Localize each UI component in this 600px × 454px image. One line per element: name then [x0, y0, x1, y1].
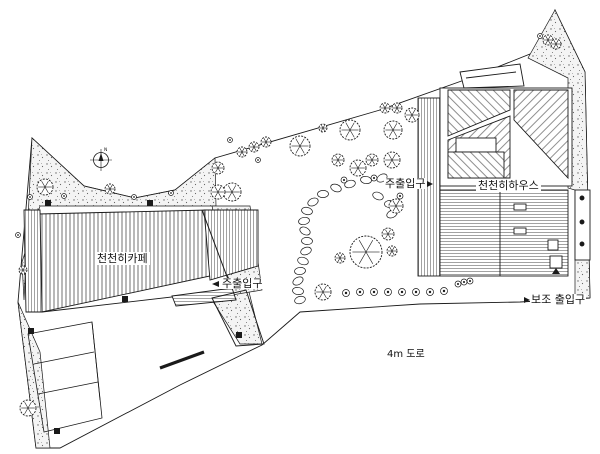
stepping-stone-icon	[372, 191, 384, 201]
shrub-icon	[466, 277, 474, 285]
tree-canopy-icon	[331, 153, 345, 167]
tree-canopy-icon	[289, 135, 311, 157]
shrub-icon	[370, 288, 378, 296]
tree-canopy-icon	[104, 183, 116, 195]
shrub-icon	[27, 194, 33, 200]
stepping-stone-icon	[330, 183, 342, 193]
shrub-icon	[398, 288, 406, 296]
tree-canopy-icon	[349, 159, 367, 177]
stepping-stone-icon	[294, 295, 306, 305]
sub-entrance-label: 보조 출입구	[530, 293, 587, 306]
entrance-arrows	[212, 181, 530, 303]
shrub-icon	[356, 288, 364, 296]
shrub-icon	[61, 193, 67, 199]
tree-canopy-icon	[339, 119, 361, 141]
shrub-icon	[168, 190, 174, 196]
stepping-stone-icon	[297, 256, 309, 266]
house-entrance-arrow	[552, 268, 560, 274]
tree-canopy-icon	[18, 265, 28, 275]
house-label: 천천히하우스	[476, 179, 541, 192]
road-label: 4m 도로	[387, 349, 425, 360]
tree-canopy-icon	[210, 184, 226, 200]
garden-trees	[15, 33, 562, 417]
tree-canopy-icon	[386, 245, 398, 257]
house-entrance-label: 주출입구	[384, 177, 427, 190]
tree-canopy-icon	[260, 136, 272, 148]
tree-canopy-icon	[349, 235, 383, 269]
compass-north-icon: N	[90, 147, 112, 171]
tree-canopy-icon	[314, 283, 332, 301]
tree-canopy-icon	[236, 146, 248, 158]
shrub-icon	[440, 287, 448, 295]
stepping-stone-icon	[344, 179, 356, 189]
shrub-icon	[255, 157, 261, 163]
shrub-icon	[227, 137, 233, 143]
tree-canopy-icon	[379, 102, 391, 114]
stepping-stone-icon	[307, 197, 319, 207]
shrub-icon	[396, 192, 404, 200]
stepping-stone-path	[292, 173, 398, 305]
tree-canopy-icon	[222, 182, 242, 202]
cafe-entrance-label: 주출입구	[221, 277, 264, 290]
stepping-stone-icon	[292, 276, 304, 286]
stepping-stone-icon	[300, 246, 312, 256]
north-marker: N	[104, 147, 107, 153]
shrub-icon	[412, 288, 420, 296]
stepping-stone-icon	[294, 267, 306, 275]
parking-lot	[27, 321, 103, 433]
shrub-icon	[460, 278, 468, 286]
tree-canopy-icon	[36, 178, 54, 196]
shrub-icon	[15, 232, 21, 238]
tree-canopy-icon	[365, 153, 379, 167]
stepping-stone-icon	[317, 190, 329, 198]
cafe-columns	[28, 200, 242, 434]
stepping-stone-icon	[301, 206, 313, 216]
stepping-stone-icon	[298, 216, 310, 226]
shrub-icon	[426, 288, 434, 296]
stepping-stone-icon	[292, 287, 304, 295]
stepping-stone-icon	[301, 237, 313, 245]
shrub-icon	[370, 174, 378, 182]
stepping-stone-icon	[360, 176, 372, 184]
tree-canopy-icon	[383, 151, 401, 169]
curb-thick	[159, 350, 205, 370]
tree-canopy-icon	[248, 141, 260, 153]
stepping-stone-icon	[299, 226, 311, 236]
shrub-icon	[384, 288, 392, 296]
house-building	[417, 63, 591, 277]
tree-canopy-icon	[381, 227, 395, 241]
tree-canopy-icon	[550, 38, 562, 50]
tree-canopy-icon	[334, 252, 346, 264]
tree-canopy-icon	[404, 107, 420, 123]
shrub-icon	[131, 194, 137, 200]
shrub-icon	[342, 289, 350, 297]
tree-canopy-icon	[383, 120, 403, 140]
shrub-icon	[340, 176, 348, 184]
shrub-icon	[537, 33, 543, 39]
tree-canopy-icon	[318, 123, 328, 133]
tree-canopy-icon	[211, 161, 225, 175]
shrub-icon	[454, 280, 462, 288]
cafe-label: 천천히카페	[95, 252, 150, 265]
tree-canopy-icon	[391, 102, 403, 114]
tree-canopy-icon	[19, 399, 37, 417]
tree-canopy-icon	[388, 198, 404, 214]
